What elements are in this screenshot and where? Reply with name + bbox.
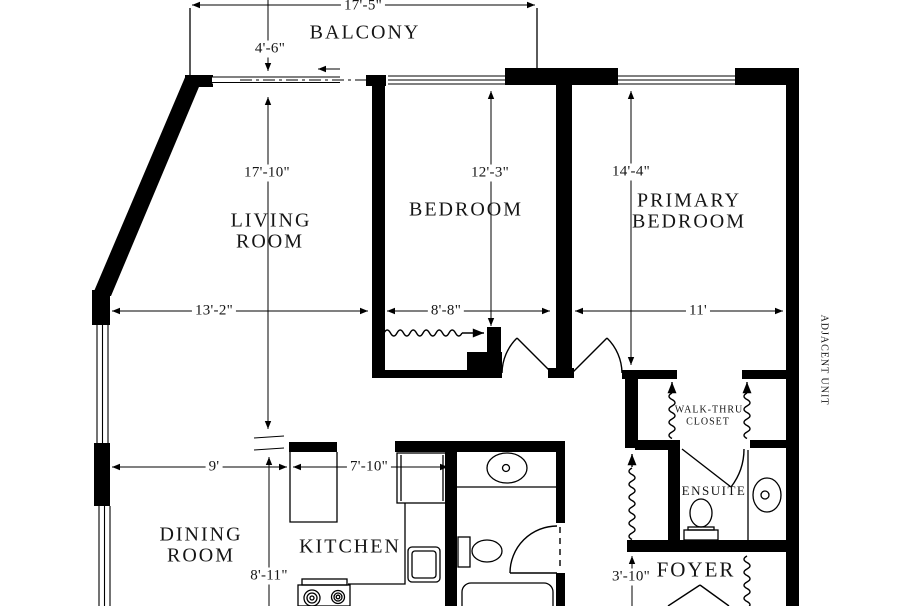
window-primary-bedroom (618, 75, 735, 85)
dishwasher-icon (407, 546, 441, 583)
bathroom-sink-icon (457, 452, 556, 488)
door-primary-bedroom (571, 337, 623, 374)
dimension-label-bedroom-width: 8'-8" (427, 302, 465, 320)
dimension-label-kitchen-width: 7'-10" (346, 458, 392, 476)
doors (501, 337, 745, 606)
dimension-label-bedroom-length: 12'-3" (467, 164, 513, 182)
room-label-kitchen: KITCHEN (299, 535, 401, 558)
dimension-label-living-length: 17'-10" (241, 164, 293, 182)
window-bedroom (388, 75, 505, 85)
ensuite-toilet-icon (683, 498, 719, 541)
window-living-left (96, 325, 109, 443)
dimension-label-balcony-width: 17'-5" (340, 0, 386, 15)
door-ensuite (681, 448, 745, 488)
fixtures (289, 450, 782, 606)
fridge-icon (396, 452, 448, 504)
closet-rods (383, 328, 752, 606)
kitchen-pantry-counter (289, 452, 338, 523)
door-foyer-entry (667, 584, 730, 606)
room-label-dining-line1: DINING (159, 523, 243, 546)
sliding-door-balcony (212, 76, 368, 84)
closet-rod-foyer (743, 555, 751, 606)
ensuite-sink-icon (747, 450, 782, 540)
room-label-dining-line2: ROOM (166, 544, 236, 567)
room-label-living-line2: ROOM (235, 230, 305, 253)
dimension-label-primary-width: 11' (685, 302, 711, 320)
dimension-label-balcony-depth: 4'-6" (251, 40, 289, 58)
room-label-foyer: FOYER (656, 557, 736, 582)
stove-icon (297, 578, 351, 606)
kitchen-counter-edge (348, 503, 406, 585)
dimension-label-dining-width: 9' (205, 458, 223, 476)
dimension-label-living-width: 13'-2" (191, 302, 237, 320)
closet-rod-hall (628, 467, 636, 541)
window-dining-left (98, 506, 111, 606)
bathtub-icon (461, 582, 554, 606)
wall-diagonal (92, 75, 204, 296)
dimension-label-primary-length: 14'-4" (608, 163, 654, 181)
wall-bedroom-divider (556, 84, 572, 378)
walls (92, 68, 799, 606)
closet-rod-bedroom (383, 329, 463, 337)
room-label-walkthru-line2: CLOSET (686, 416, 730, 428)
room-label-bedroom: BEDROOM (408, 198, 524, 221)
room-label-living-line1: LIVING (230, 209, 312, 232)
room-label-balcony: BALCONY (309, 21, 421, 44)
dimension-label-foyer-width: 3'-10" (608, 568, 654, 586)
balcony-edges (189, 8, 538, 75)
door-bathroom (509, 525, 561, 574)
door-bedroom (501, 337, 553, 374)
bathroom-toilet-icon (457, 536, 503, 568)
dimension-label-dining-length: 8'-11" (247, 567, 291, 585)
closet-rod-walkthru-right (743, 392, 751, 440)
room-label-walkthru-line1: WALK-THRU (674, 404, 744, 416)
room-label-primary-line1: PRIMARY (636, 189, 742, 212)
closet-rod-walkthru-left (668, 392, 676, 440)
room-label-ensuite: ENSUITE (681, 483, 747, 498)
room-label-primary-line2: BEDROOM (631, 210, 747, 233)
wall-right-exterior (786, 68, 799, 606)
annotation-adjacent-unit: ADJACENT UNIT (818, 314, 830, 406)
windows (96, 75, 735, 606)
